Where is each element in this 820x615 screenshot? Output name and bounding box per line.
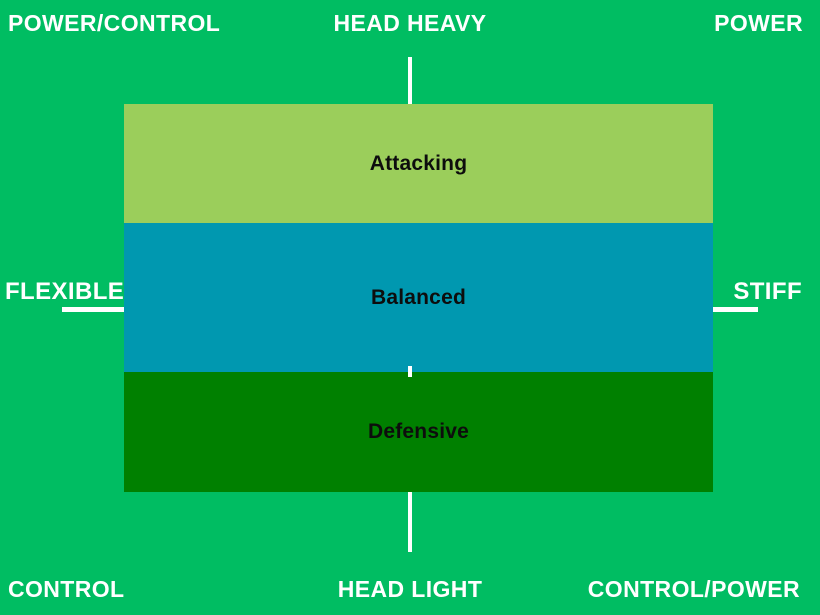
band-defensive: Defensive (124, 372, 713, 492)
band-attacking: Attacking (124, 104, 713, 223)
label-head-heavy: HEAD HEAVY (333, 10, 487, 36)
label-flexible: FLEXIBLE (5, 278, 125, 305)
bands-container: Attacking Balanced Defensive (124, 104, 713, 492)
band-balanced-label: Balanced (371, 285, 466, 309)
mid-axis-tick (408, 366, 412, 377)
label-power: POWER (714, 10, 803, 36)
label-head-light: HEAD LIGHT (337, 576, 483, 602)
band-attacking-label: Attacking (369, 151, 468, 175)
label-control-power: CONTROL/POWER (587, 576, 800, 602)
label-stiff: STIFF (733, 278, 802, 305)
left-axis-line (62, 307, 124, 312)
band-defensive-label: Defensive (367, 420, 470, 443)
label-control: CONTROL (8, 576, 125, 602)
label-power-control: POWER/CONTROL (8, 10, 221, 36)
top-axis-line (408, 57, 412, 104)
band-balanced: Balanced (124, 223, 713, 372)
bottom-axis-line (408, 492, 412, 552)
right-axis-line (713, 307, 758, 312)
